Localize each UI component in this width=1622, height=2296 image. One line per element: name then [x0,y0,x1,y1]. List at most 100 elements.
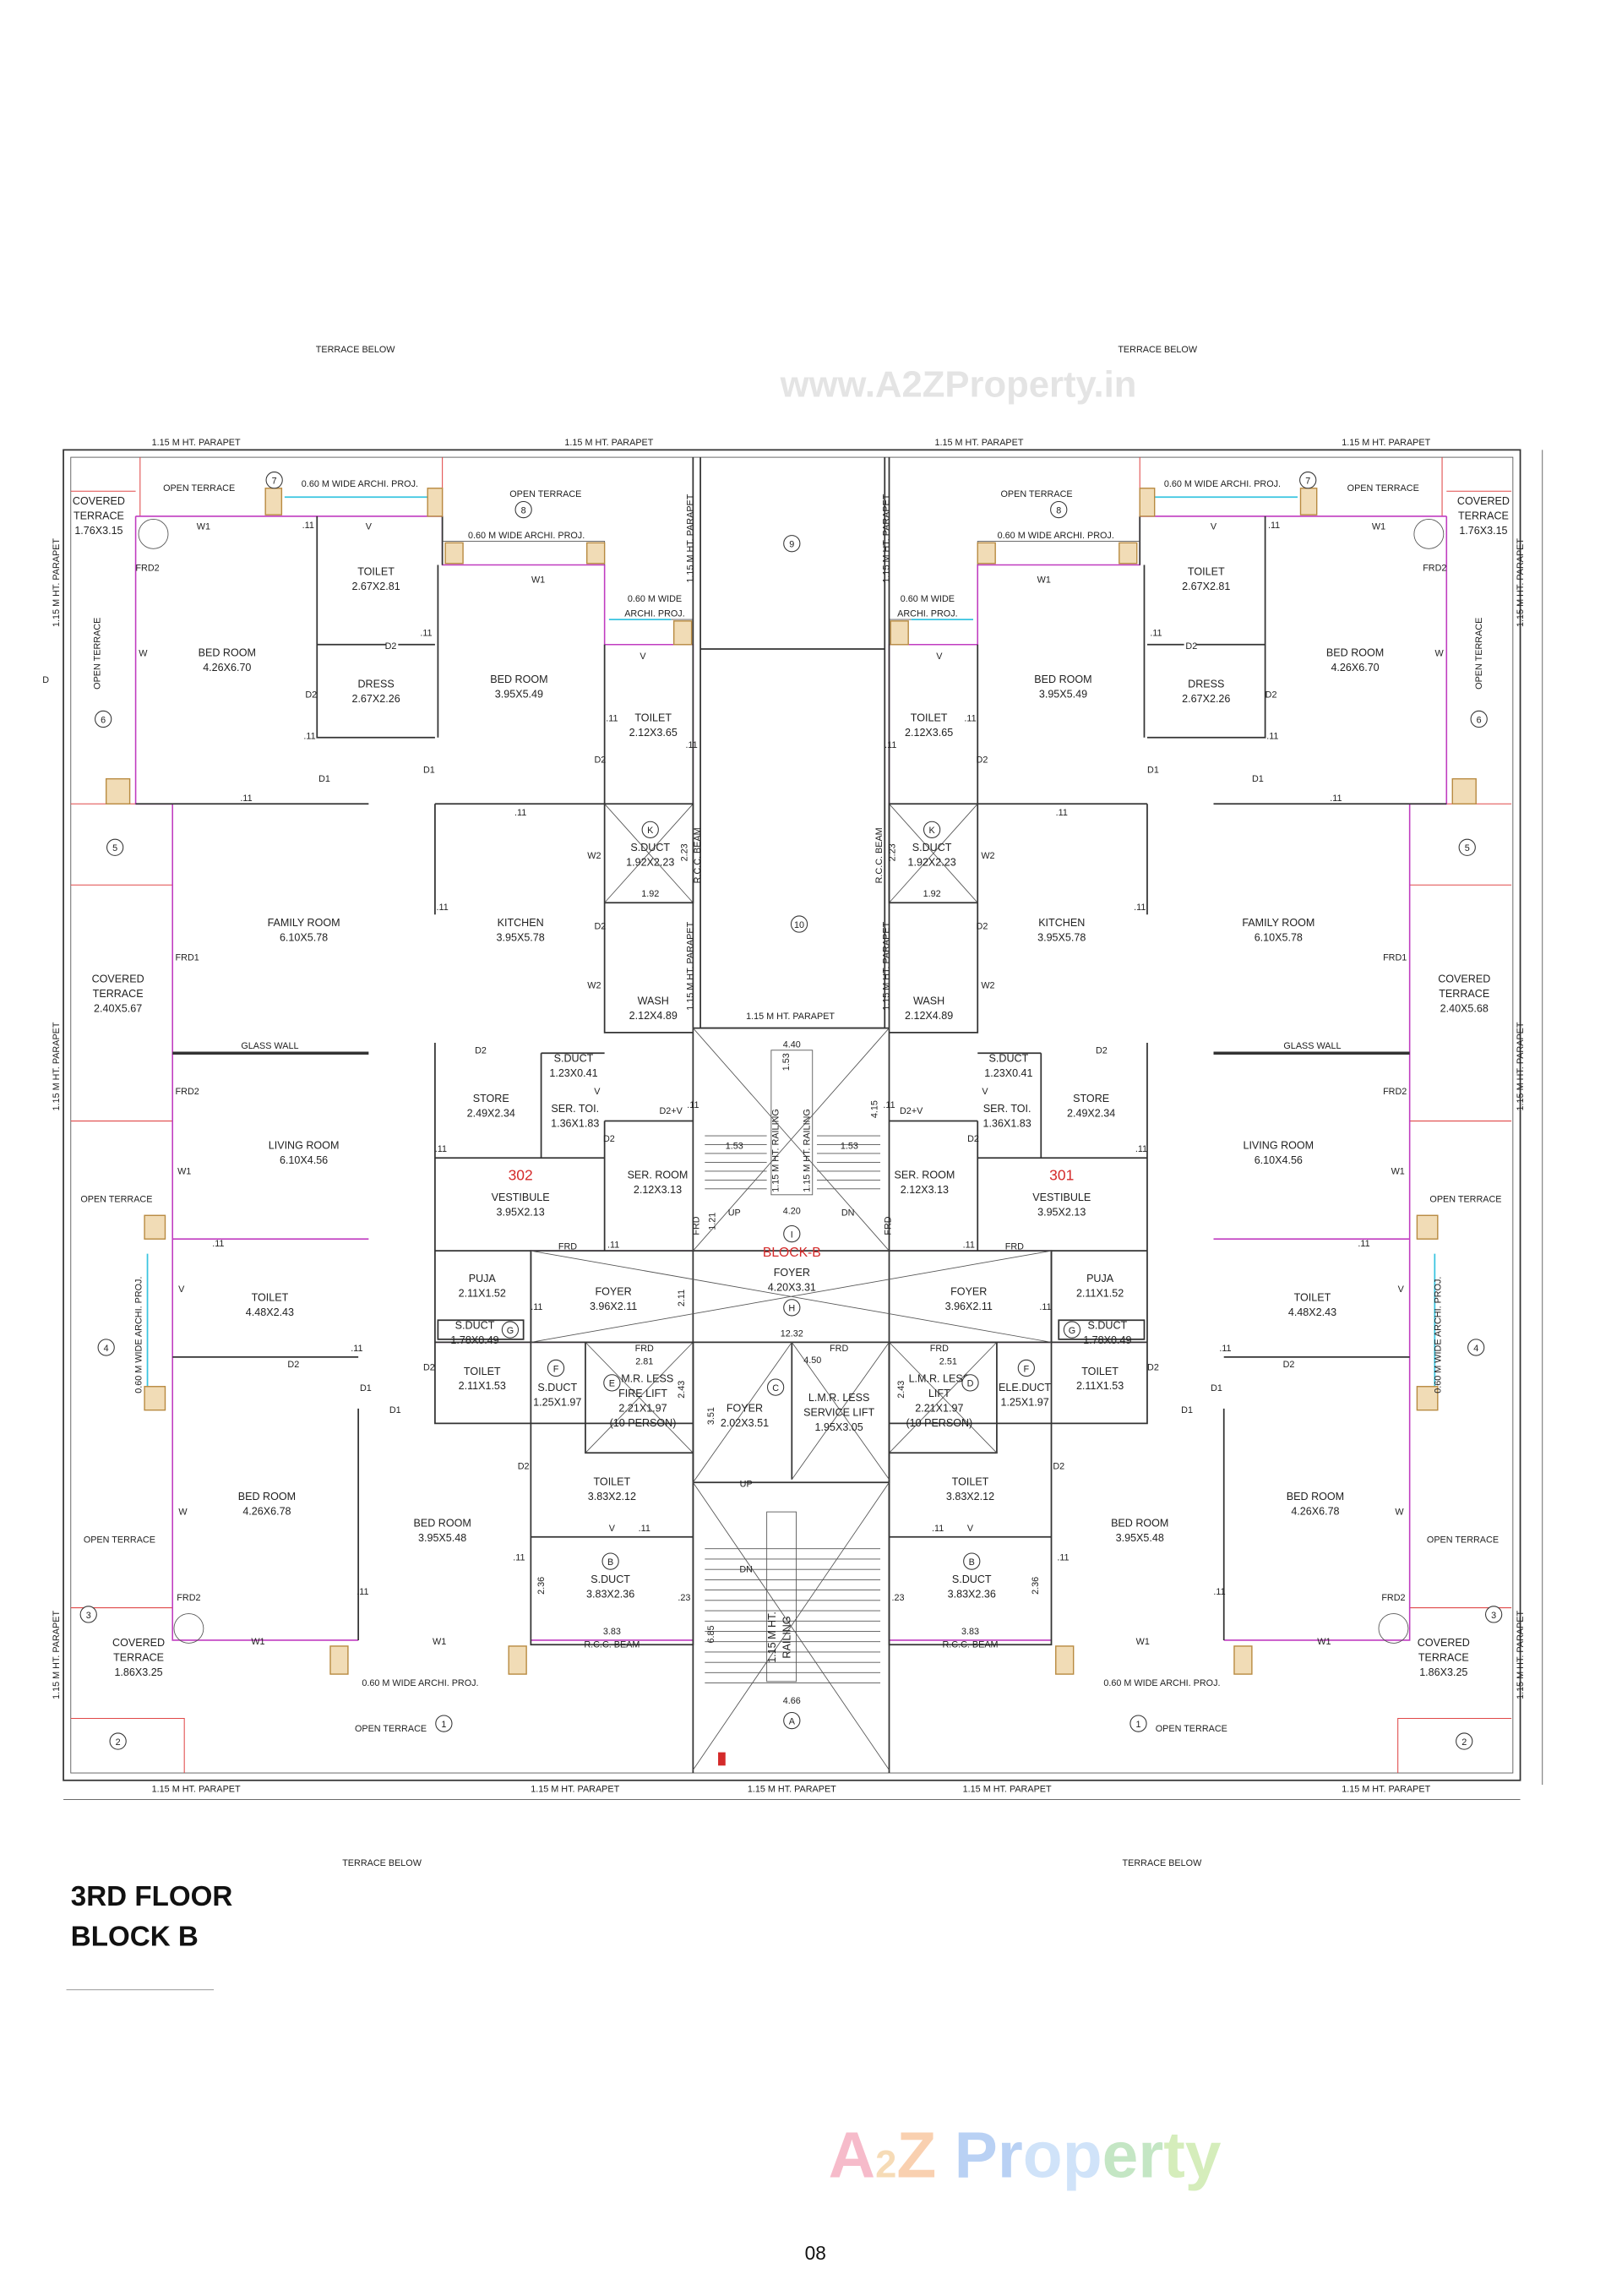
label-line: 6.10X5.78 [1255,932,1303,944]
label-line: L.M.R. LESS [808,1392,870,1404]
opening-code: D1 [1252,774,1264,784]
label-line: 2.40X5.67 [94,1002,142,1014]
opening-code: W1 [531,575,545,585]
marker-F: F [553,1364,559,1374]
marker-circle [1485,1606,1503,1623]
label-line: ELE.DUCT [999,1382,1051,1393]
core-frd-r: FRD [883,1216,893,1235]
opening-code: D2 [977,922,988,932]
core-up-top: UP [728,1208,741,1218]
terrace-below-bottom-right: TERRACE BELOW [1123,1858,1203,1868]
opening-code: D1 [1147,766,1159,776]
label-line: S.DUCT [630,842,670,854]
label-line: S.DUCT [591,1573,630,1585]
core-walls [530,457,1053,1774]
opening-code: .11 [1057,1553,1069,1563]
top-4: 1.15 M HT. PARAPET [1342,438,1430,448]
opening-code: FRD2 [135,564,159,574]
parapet-core-mid: 1.15 M HT. PARAPET [685,921,695,1010]
opening-code: V [1398,1284,1405,1295]
label-line: STORE [1073,1093,1109,1104]
label-line: 3.95X2.13 [497,1206,545,1218]
label-line: 3.95X5.49 [1039,689,1087,701]
label-line: TOILET [1188,566,1225,578]
top-1: 1.15 M HT. PARAPET [152,438,241,448]
block-label: BLOCK-B [763,1246,821,1260]
label-line: BED ROOM [413,1518,471,1530]
label-line: SER. TOI. [983,1103,1031,1115]
opening-code: D2 [1147,1363,1159,1373]
unit-number: 301 [1049,1166,1074,1183]
room-duct-f: ELE.DUCT 1.25X1.97 [999,1382,1051,1408]
label-line: FOYER [595,1286,631,1298]
marker-9: 9 [789,540,794,550]
archi-proj-mid: 0.60 M WIDE ARCHI. PROJ. [998,531,1114,541]
label-line: KITCHEN [1038,917,1085,929]
opening-code: .11 [963,1241,975,1251]
opening-code: V [640,652,646,662]
label-line: VESTIBULE [492,1192,550,1203]
opening-code: .11 [639,1524,650,1534]
label-line: 1.23X0.41 [984,1067,1032,1079]
label-line: 0.60 M WIDE [628,594,682,604]
label-line: S.DUCT [912,842,952,854]
label-line: COVERED [112,1637,165,1649]
bottom-3: 1.15 M HT. PARAPET [748,1785,836,1795]
opening-code: D2 [1185,641,1197,652]
archi-proj-bottom: 0.60 M WIDE ARCHI. PROJ. [1103,1678,1220,1688]
marker-7: 7 [1305,477,1310,487]
label-line: PUJA [1086,1273,1114,1284]
open-terrace-8: OPEN TERRACE [509,489,581,499]
opening-code: .11 [964,714,976,724]
label-line: TOILET [952,1476,989,1488]
label-line: L.M.R. LESS [909,1373,971,1385]
label-line: 2.67X2.26 [351,693,400,705]
opening-code: .11 [1266,731,1278,741]
label-line: 6.10X4.56 [1255,1154,1303,1166]
marker-2: 2 [1461,1737,1467,1748]
page-number: 08 [805,2242,826,2264]
label-line: 1.25X1.97 [1000,1396,1048,1408]
label-line: 3.95X5.78 [1037,932,1086,944]
marker-circle [95,710,112,728]
label-line: DRESS [1188,678,1224,690]
opening-code: FRD2 [177,1593,200,1603]
opening-code: W1 [177,1166,191,1176]
label-line: TOILET [634,712,672,724]
label-line: 6.10X5.78 [280,932,328,944]
label-line: BED ROOM [1326,647,1384,659]
marker-circle [109,1732,127,1750]
marker-circle [1050,500,1068,519]
label-line: COVERED [1457,495,1510,507]
opening-code: D2 [1096,1045,1108,1055]
marker-circle [766,1378,785,1396]
label-line: 2.12X3.13 [901,1184,949,1196]
label-line: BED ROOM [1034,674,1091,685]
opening-code: 1.92 [641,889,659,899]
label-line: WASH [913,995,944,1007]
opening-code: 3.83 [603,1627,621,1637]
opening-code: W1 [197,522,210,532]
label-line: 2.11X1.53 [459,1380,506,1392]
marker-circle [783,1224,801,1243]
open-terrace-top: OPEN TERRACE [163,483,235,494]
opening-code: V [594,1087,601,1097]
opening-code: FRD1 [1383,952,1407,963]
label-line: BED ROOM [490,674,547,685]
archi-proj-top: 0.60 M WIDE ARCHI. PROJ. [1164,479,1281,489]
label-line: TOILET [252,1292,289,1304]
label-line: VESTIBULE [1032,1192,1091,1203]
marker-K: K [647,826,654,836]
label-line: 3.83X2.36 [586,1588,634,1600]
label-line: 1.92X2.23 [626,857,674,869]
opening-code: D2+V [660,1106,683,1116]
